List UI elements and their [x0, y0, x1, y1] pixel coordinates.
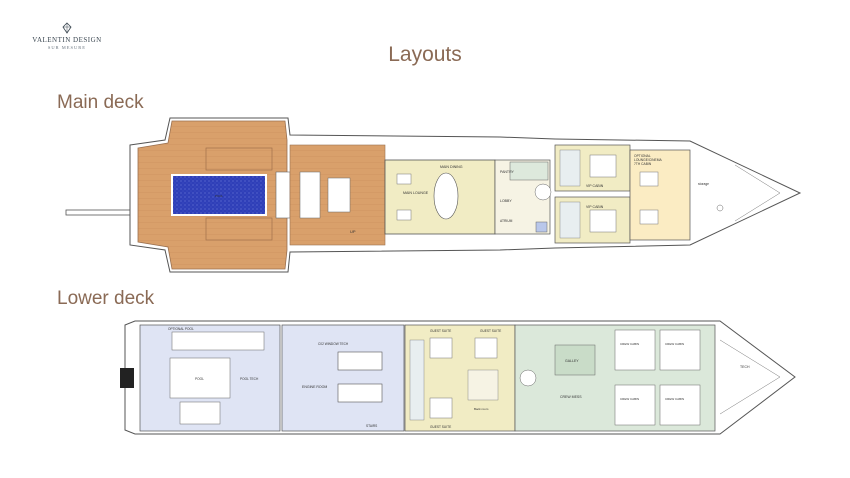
- vip-cabin-label: VIP CABIN: [586, 184, 604, 188]
- jetski: [179, 401, 221, 425]
- guest-suite-label: GUEST SUITE: [430, 425, 451, 429]
- crew-cabin-label: CREW CABIN: [665, 342, 684, 346]
- lift: [535, 221, 548, 233]
- optional-label: OPTIONAL: [634, 154, 651, 158]
- vip-cabin-label: VIP CABIN: [586, 205, 604, 209]
- engine-room-area: [281, 324, 405, 432]
- pool-label: POOL: [215, 194, 224, 198]
- vip-bed-top: [589, 154, 617, 178]
- brand-emblem-icon: [62, 22, 72, 34]
- vip-bathroom: [559, 149, 581, 187]
- back-room-label: Back room: [474, 407, 489, 411]
- main-dining-label: MAIN DINING: [440, 165, 463, 169]
- crew-cabin-label: CREW CABIN: [620, 342, 639, 346]
- galley-label: GALLEY: [565, 359, 579, 363]
- guest-bed: [429, 337, 453, 359]
- guest-bed: [474, 337, 498, 359]
- lounge-chair: [396, 209, 412, 221]
- engine-starboard: [337, 383, 383, 403]
- up-label: UP: [350, 229, 356, 234]
- optional-lounge-label: LOUNGE/CINEMA: [634, 158, 662, 162]
- lower-bow-lines: [719, 339, 781, 415]
- pool-tech-label: POOL TECH: [240, 377, 259, 381]
- engine-port: [337, 351, 383, 371]
- brand-logo: VALENTIN DESIGN SUR MESURE: [22, 22, 112, 50]
- lower-deck-title: Lower deck: [57, 288, 155, 309]
- optional-sofa: [639, 171, 659, 187]
- main-deck-plan: POOL UP MAIN LOUNGE MAIN DINING PANTRY L…: [65, 117, 802, 273]
- spiral-stairs: [534, 183, 552, 201]
- crew-cabin: [614, 384, 656, 426]
- sunpad-top: [205, 147, 273, 171]
- pool-tank: [169, 357, 231, 399]
- optional-pool-label: OPTIONAL POOL: [168, 327, 194, 331]
- gangway: [65, 209, 137, 216]
- crew-cabin-label: CREW CABIN: [620, 397, 639, 401]
- crew-cabin: [614, 329, 656, 371]
- vip-bathroom: [559, 201, 581, 239]
- brand-tagline: SUR MESURE: [47, 45, 87, 50]
- dining-table: [433, 172, 459, 220]
- lobby-label: LOBBY: [500, 199, 512, 203]
- optional-sofa: [639, 209, 659, 225]
- crew-cabin-label: CREW CABIN: [665, 397, 684, 401]
- c02-label: C02 WINDOW TECH: [318, 342, 349, 346]
- bow-lines: [734, 164, 781, 222]
- storage-label: storage: [698, 182, 709, 186]
- lower-deck-plan: OPTIONAL POOL POOL POOL TECH C02 WINDOW …: [120, 320, 796, 435]
- guest-suite-label: GUEST SUITE: [430, 329, 451, 333]
- page-title: Layouts: [388, 43, 462, 66]
- main-lounge-label: MAIN LOUNGE: [403, 191, 429, 195]
- brand-name: VALENTIN DESIGN: [32, 36, 102, 44]
- optional-lounge-area: [629, 149, 691, 241]
- crew-mess-label: CREW MESS: [560, 395, 582, 399]
- tender: [171, 331, 265, 351]
- pantry-room: [509, 161, 549, 181]
- aft-table: [327, 177, 351, 213]
- pool: [171, 174, 267, 216]
- crew-cabin: [659, 329, 701, 371]
- lounge-chair: [396, 173, 412, 185]
- pantry-label: PANTRY: [500, 170, 515, 174]
- guest-bed: [429, 397, 453, 419]
- pool-label: POOL: [195, 377, 204, 381]
- crew-cabin: [659, 384, 701, 426]
- bollard: [716, 204, 724, 212]
- aft-stairs: [275, 171, 291, 219]
- main-deck-title: Main deck: [57, 92, 144, 113]
- optional-cabin-label: 7TH CABIN: [634, 162, 652, 166]
- stern-door: [120, 368, 134, 388]
- crew-spiral-stairs: [519, 369, 537, 387]
- engine-room-label: ENGINE ROOM: [302, 385, 327, 389]
- stairs-label: STAIRS: [366, 424, 377, 428]
- guest-suite-label: GUEST SUITE: [480, 329, 501, 333]
- galley-room: [554, 344, 596, 376]
- atrium-label: ATRIUM: [500, 219, 513, 223]
- guest-bathrooms: [409, 339, 425, 421]
- vip-bed-bottom: [589, 209, 617, 233]
- aft-sofa: [299, 171, 321, 219]
- sunpad-bottom: [205, 217, 273, 241]
- tech-label: TECH: [740, 365, 750, 369]
- guest-corridor: [467, 369, 499, 401]
